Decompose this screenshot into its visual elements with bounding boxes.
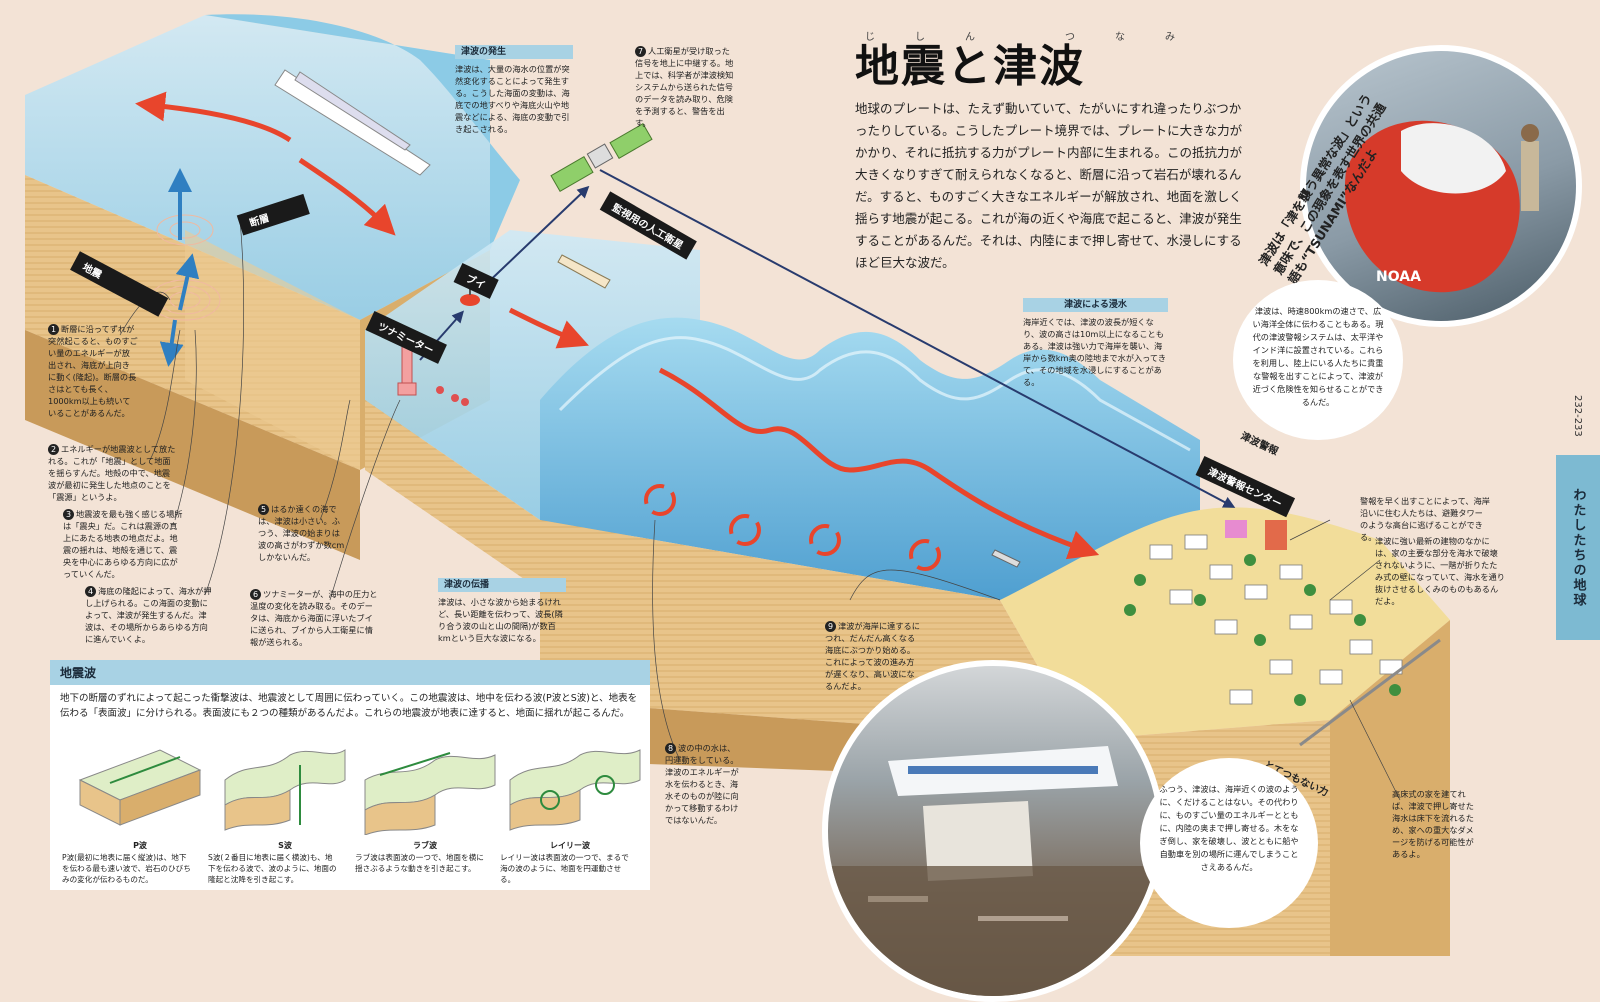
intro-text: 地球のプレートは、たえず動いていて、たがいにすれ違ったりぶつかったりしている。こ… xyxy=(855,101,1243,270)
satellite-icon xyxy=(550,123,653,192)
photo-top-bubble: 津波は、時速800kmの速さで、広い海洋全体に伝わることもある。現代の津波警報シ… xyxy=(1233,280,1403,440)
box-generation: 津波の発生 津波は、大量の海水の位置が突然変化することによって発生する。こうした… xyxy=(455,45,573,135)
boat-icon xyxy=(557,254,611,289)
s-wave-name: S波 xyxy=(278,841,292,850)
box-flooding-head: 津波による浸水 xyxy=(1023,298,1168,312)
box-propagation: 津波の伝播 津波は、小さな波から始まるけれど、長い距離を伝わって、波長(隣り合う… xyxy=(438,578,566,644)
buoy-photo-label: NOAA xyxy=(1376,269,1421,285)
page-title: 地震と津波 xyxy=(855,41,1085,92)
p-wave-figure xyxy=(78,749,202,826)
buoy-photo-art: NOAA xyxy=(1344,120,1539,293)
circular-motion-icons xyxy=(644,484,941,571)
box-flooding: 津波による浸水 海岸近くでは、津波の波長が短くなり、波の高さは10m以上になるこ… xyxy=(1023,298,1168,388)
note-12: 高床式の家を建てれば、津波で押し寄せた海水は床下を流れるため、家への重大なダメー… xyxy=(1392,789,1474,859)
p-wave-name: P波 xyxy=(133,841,147,850)
title-ruby: じしん つなみ xyxy=(865,32,1215,43)
box-flooding-text: 海岸近くでは、津波の波長が短くなり、波の高さは10m以上になることもある。津波は… xyxy=(1023,317,1167,387)
love-wave-figure xyxy=(364,752,496,835)
uplift-arrows xyxy=(159,168,200,367)
seismic-panel: 地震波 地下の断層のずれによって起こった衝撃波は、地震波として周囲に伝わっていく… xyxy=(50,660,650,890)
p-wave-caption: P波(最初に地表に届く縦波)は、地下を伝わる最も速い波で、岩石のひびちみの変化が… xyxy=(62,853,191,884)
rayleigh-wave-name: レイリー波 xyxy=(550,841,590,850)
s-wave-caption: S波(２番目に地表に届く横波)も、地下を伝わる波で、波のように、地面の隆起と沈降… xyxy=(208,853,337,884)
buoy-photo: NOAA xyxy=(1300,45,1582,327)
block-fault-ocean xyxy=(25,14,520,560)
page-number: 232-233 xyxy=(1572,395,1583,437)
tsunami-flow-arrows xyxy=(135,91,1100,560)
cruise-ship-icon xyxy=(274,69,431,176)
disaster-photo-art xyxy=(828,746,1158,996)
note-10: 警報を早く出すことによって、海岸沿いに住む人たちは、避難タワーのような高台に逃げ… xyxy=(1360,496,1490,542)
seismic-text: 地下の断層のずれによって起こった衝撃波は、地震波として周囲に伝わっていく。この地… xyxy=(60,693,638,719)
small-boat-icon xyxy=(991,549,1021,568)
box-generation-text: 津波は、大量の海水の位置が突然変化することによって発生する。こうした海面の変動は… xyxy=(455,64,570,134)
disaster-photo xyxy=(822,660,1164,1002)
tsunameter-device xyxy=(397,344,469,406)
seismic-head: 地震波 xyxy=(50,660,650,685)
rayleigh-wave-figure xyxy=(509,749,641,831)
seismic-wave-figures xyxy=(78,749,641,835)
side-tab[interactable]: わたしたちの地球 xyxy=(1556,455,1600,640)
note-11: 津波に強い最新の建物のなかには、家の主要な部分を海水で破壊されないように、一階が… xyxy=(1375,536,1505,606)
s-wave-figure xyxy=(224,749,346,831)
box-propagation-head: 津波の伝播 xyxy=(438,578,566,592)
love-wave-name: ラブ波 xyxy=(413,841,437,850)
box-propagation-text: 津波は、小さな波から始まるけれど、長い距離を伝わって、波長(隣り合う波の山と山の… xyxy=(438,597,563,643)
box-generation-head: 津波の発生 xyxy=(455,45,573,59)
photo-bottom-bubble: ふつう、津波は、海岸近くの波のように、くだけることはない。その代わりに、ものすご… xyxy=(1140,758,1318,928)
love-wave-caption: ラブ波は表面波の一つで、地面を横に揺さぶるような動きを引き起こす。 xyxy=(355,853,484,873)
rayleigh-wave-caption: レイリー波は表面波の一つで、まるで海の波のように、地面を円運動させる。 xyxy=(500,853,629,884)
